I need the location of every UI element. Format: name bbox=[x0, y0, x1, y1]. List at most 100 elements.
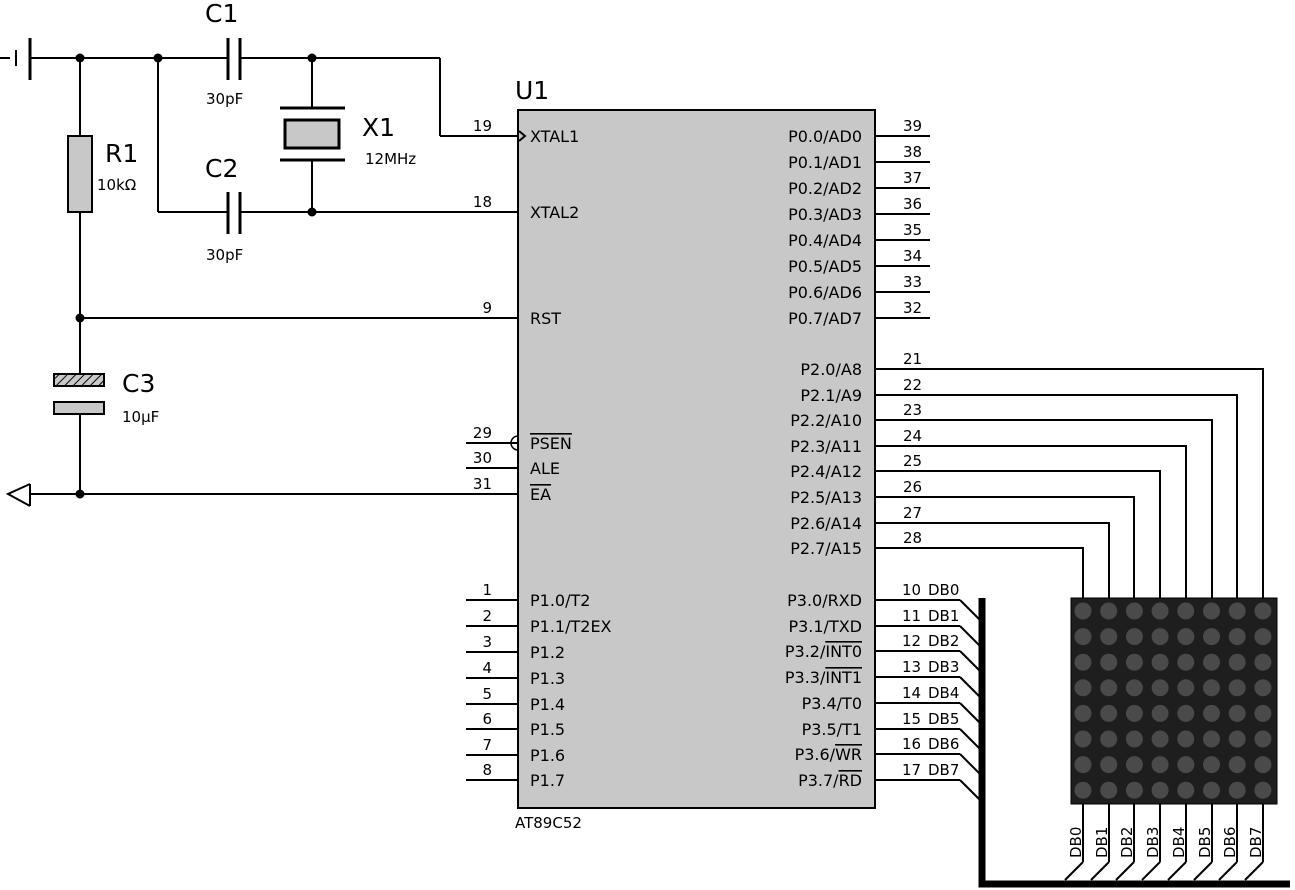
pin-label-overline: INT0 bbox=[825, 642, 862, 661]
net-label: DB5 bbox=[928, 710, 959, 728]
pin-number: 30 bbox=[473, 449, 492, 467]
pin-label: P0.1/AD1 bbox=[788, 153, 862, 172]
c2-ref: C2 bbox=[205, 154, 238, 183]
resistor-r1 bbox=[67, 135, 93, 213]
pin-label-text: P2.0/A8 bbox=[800, 360, 862, 379]
led-dot bbox=[1100, 628, 1118, 646]
ground-terminal-symbol bbox=[5, 483, 31, 507]
right-pin-group: 39P0.0/AD038P0.1/AD137P0.2/AD236P0.3/AD3… bbox=[785, 117, 960, 790]
led-dot bbox=[1151, 653, 1169, 671]
pin-label: P3.6/WR bbox=[795, 745, 862, 764]
pin-label-text: P0.0/AD0 bbox=[788, 127, 862, 146]
led-dot bbox=[1074, 756, 1092, 774]
pin-label: P1.4 bbox=[530, 695, 565, 714]
led-dot bbox=[1125, 781, 1143, 799]
pin-label-text: P3.5/T1 bbox=[802, 720, 862, 739]
bus-entries bbox=[930, 599, 983, 803]
pin-number: 13 bbox=[902, 658, 921, 676]
capacitor-c1 bbox=[226, 38, 242, 80]
pin-label: P2.0/A8 bbox=[800, 360, 862, 379]
pin-label: P0.3/AD3 bbox=[788, 205, 862, 224]
led-dot bbox=[1151, 730, 1169, 748]
matrix-net-label: DB4 bbox=[1170, 827, 1188, 858]
pin-label-text: P0.6/AD6 bbox=[788, 283, 862, 302]
led-dot bbox=[1151, 602, 1169, 620]
led-dot bbox=[1228, 730, 1246, 748]
matrix-net-label: DB0 bbox=[1067, 827, 1085, 858]
led-dot bbox=[1203, 730, 1220, 748]
capacitor-c2 bbox=[226, 192, 242, 234]
pin-label: P0.7/AD7 bbox=[788, 309, 862, 328]
led-dot bbox=[1100, 756, 1118, 774]
clock-marker bbox=[518, 130, 527, 142]
led-dot bbox=[1203, 756, 1220, 774]
x1-value: 12MHz bbox=[365, 150, 416, 168]
bus-entry-diag bbox=[959, 753, 983, 777]
mcu-ref: U1 bbox=[515, 76, 549, 105]
led-dot bbox=[1177, 653, 1195, 671]
pin-number: 15 bbox=[902, 710, 921, 728]
inverter-bubble bbox=[510, 435, 519, 451]
led-dot bbox=[1100, 653, 1118, 671]
pin-label: P3.7/RD bbox=[798, 771, 862, 790]
pin-number: 35 bbox=[903, 221, 922, 239]
matrix-net-label: DB5 bbox=[1196, 827, 1214, 858]
led-dot bbox=[1125, 730, 1143, 748]
pin-label: P1.6 bbox=[530, 746, 565, 765]
pin-label: P1.5 bbox=[530, 720, 565, 739]
led-dot bbox=[1177, 730, 1195, 748]
led-dot bbox=[1228, 602, 1246, 620]
led-dot bbox=[1151, 704, 1169, 722]
pin-label-text: P3.2/ bbox=[785, 642, 826, 661]
pin-label-overline: WR bbox=[835, 745, 862, 764]
led-dot bbox=[1125, 704, 1143, 722]
bus-entry-diag bbox=[959, 625, 983, 649]
pin-label-text: P0.4/AD4 bbox=[788, 231, 862, 250]
pin-number: 2 bbox=[482, 607, 492, 625]
led-dot bbox=[1100, 781, 1118, 799]
pin-label: P2.6/A14 bbox=[790, 514, 862, 533]
net-label: DB0 bbox=[928, 581, 959, 599]
pin-label-text: P2.1/A9 bbox=[800, 386, 862, 405]
mcu-pin-1: 1P1.0/T2 bbox=[466, 581, 590, 610]
mcu-pin-8: 8P1.7 bbox=[466, 761, 565, 790]
pin-number: 34 bbox=[903, 247, 922, 265]
led-dot bbox=[1203, 628, 1220, 646]
net-label: DB7 bbox=[928, 761, 959, 779]
matrix-bus-entry bbox=[1090, 861, 1110, 881]
led-dot bbox=[1151, 628, 1169, 646]
led-dot bbox=[1151, 756, 1169, 774]
pin-label: P2.4/A12 bbox=[790, 462, 862, 481]
pin-label-text: P3.0/RXD bbox=[787, 591, 862, 610]
pin-number: 4 bbox=[482, 659, 492, 677]
led-dot bbox=[1254, 628, 1272, 646]
pin-label: P0.0/AD0 bbox=[788, 127, 862, 146]
led-dot bbox=[1254, 756, 1272, 774]
reset-circuit: R1 10kΩ C3 10µF bbox=[5, 58, 518, 507]
pin-label-text: P2.5/A13 bbox=[790, 488, 862, 507]
pin-number: 33 bbox=[903, 273, 922, 291]
led-dot bbox=[1228, 781, 1246, 799]
net-label: DB2 bbox=[928, 632, 959, 650]
matrix-net-label: DB6 bbox=[1221, 827, 1239, 858]
pin-number: 12 bbox=[902, 632, 921, 650]
led-dot bbox=[1125, 679, 1143, 697]
mcu-part-number: AT89C52 bbox=[515, 814, 582, 832]
pin-label: P2.2/A10 bbox=[790, 411, 862, 430]
bus-entry-diag bbox=[959, 676, 983, 700]
bus-entry-diag bbox=[959, 779, 983, 803]
led-dot bbox=[1177, 628, 1195, 646]
pin-number: 32 bbox=[903, 299, 922, 317]
c3-ref: C3 bbox=[122, 369, 155, 398]
port2-wire bbox=[930, 394, 1238, 598]
